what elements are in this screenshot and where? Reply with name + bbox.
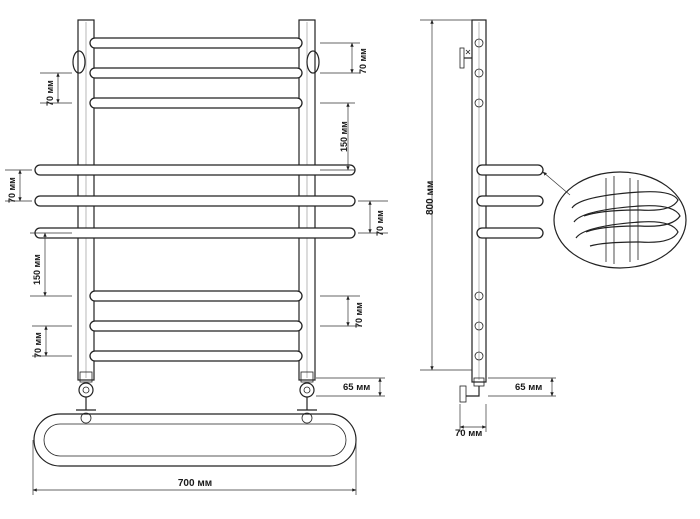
height-dimension: 800 мм <box>420 19 472 371</box>
left-dim-label-3: 150 мм <box>32 254 42 285</box>
depth-label: 70 мм <box>455 428 482 439</box>
left-wall-bracket <box>72 50 86 74</box>
right-dim-label-3: 70 мм <box>375 210 385 236</box>
left-dim-label-1: 70 мм <box>45 80 55 106</box>
left-dim-label-4: 70 мм <box>33 332 43 358</box>
left-valve-fitting <box>76 371 96 411</box>
right-dim-label-1: 70 мм <box>358 48 368 74</box>
right-wall-bracket <box>306 50 320 74</box>
right-dimensions: 70 мм 150 мм 70 мм 70 мм <box>320 42 388 328</box>
side-bottom-offset-label: 65 мм <box>515 382 542 393</box>
short-rungs-bottom <box>89 290 303 362</box>
width-dimension: 700 мм <box>32 440 357 495</box>
side-bottom-offset-dimension: 65 мм <box>488 377 556 397</box>
left-dimensions: 70 мм 70 мм 150 мм 70 мм <box>5 72 72 358</box>
left-dim-label-2: 70 мм <box>7 177 17 203</box>
side-bottom-fitting <box>459 377 485 403</box>
height-label: 800 мм <box>425 181 436 215</box>
short-rungs-top <box>89 37 303 109</box>
right-dim-label-4: 70 мм <box>354 302 364 328</box>
front-view: 700 мм 65 мм 70 мм 70 мм 150 мм <box>5 19 388 495</box>
right-dim-label-2: 150 мм <box>339 121 349 152</box>
rail-bend-detail-icon <box>542 171 687 269</box>
front-bottom-offset-dimension: 65 мм <box>316 377 385 397</box>
depth-dimension: 70 мм <box>455 404 487 439</box>
side-wall-bracket <box>459 47 472 69</box>
side-view: 800 мм 65 мм 70 мм <box>420 19 556 439</box>
bottom-loop-tube <box>33 412 357 467</box>
width-label: 700 мм <box>178 478 212 489</box>
right-valve-fitting <box>297 371 317 411</box>
side-long-rungs <box>476 164 544 239</box>
front-bottom-offset-label: 65 мм <box>343 382 370 393</box>
side-rung-ends <box>474 38 484 361</box>
